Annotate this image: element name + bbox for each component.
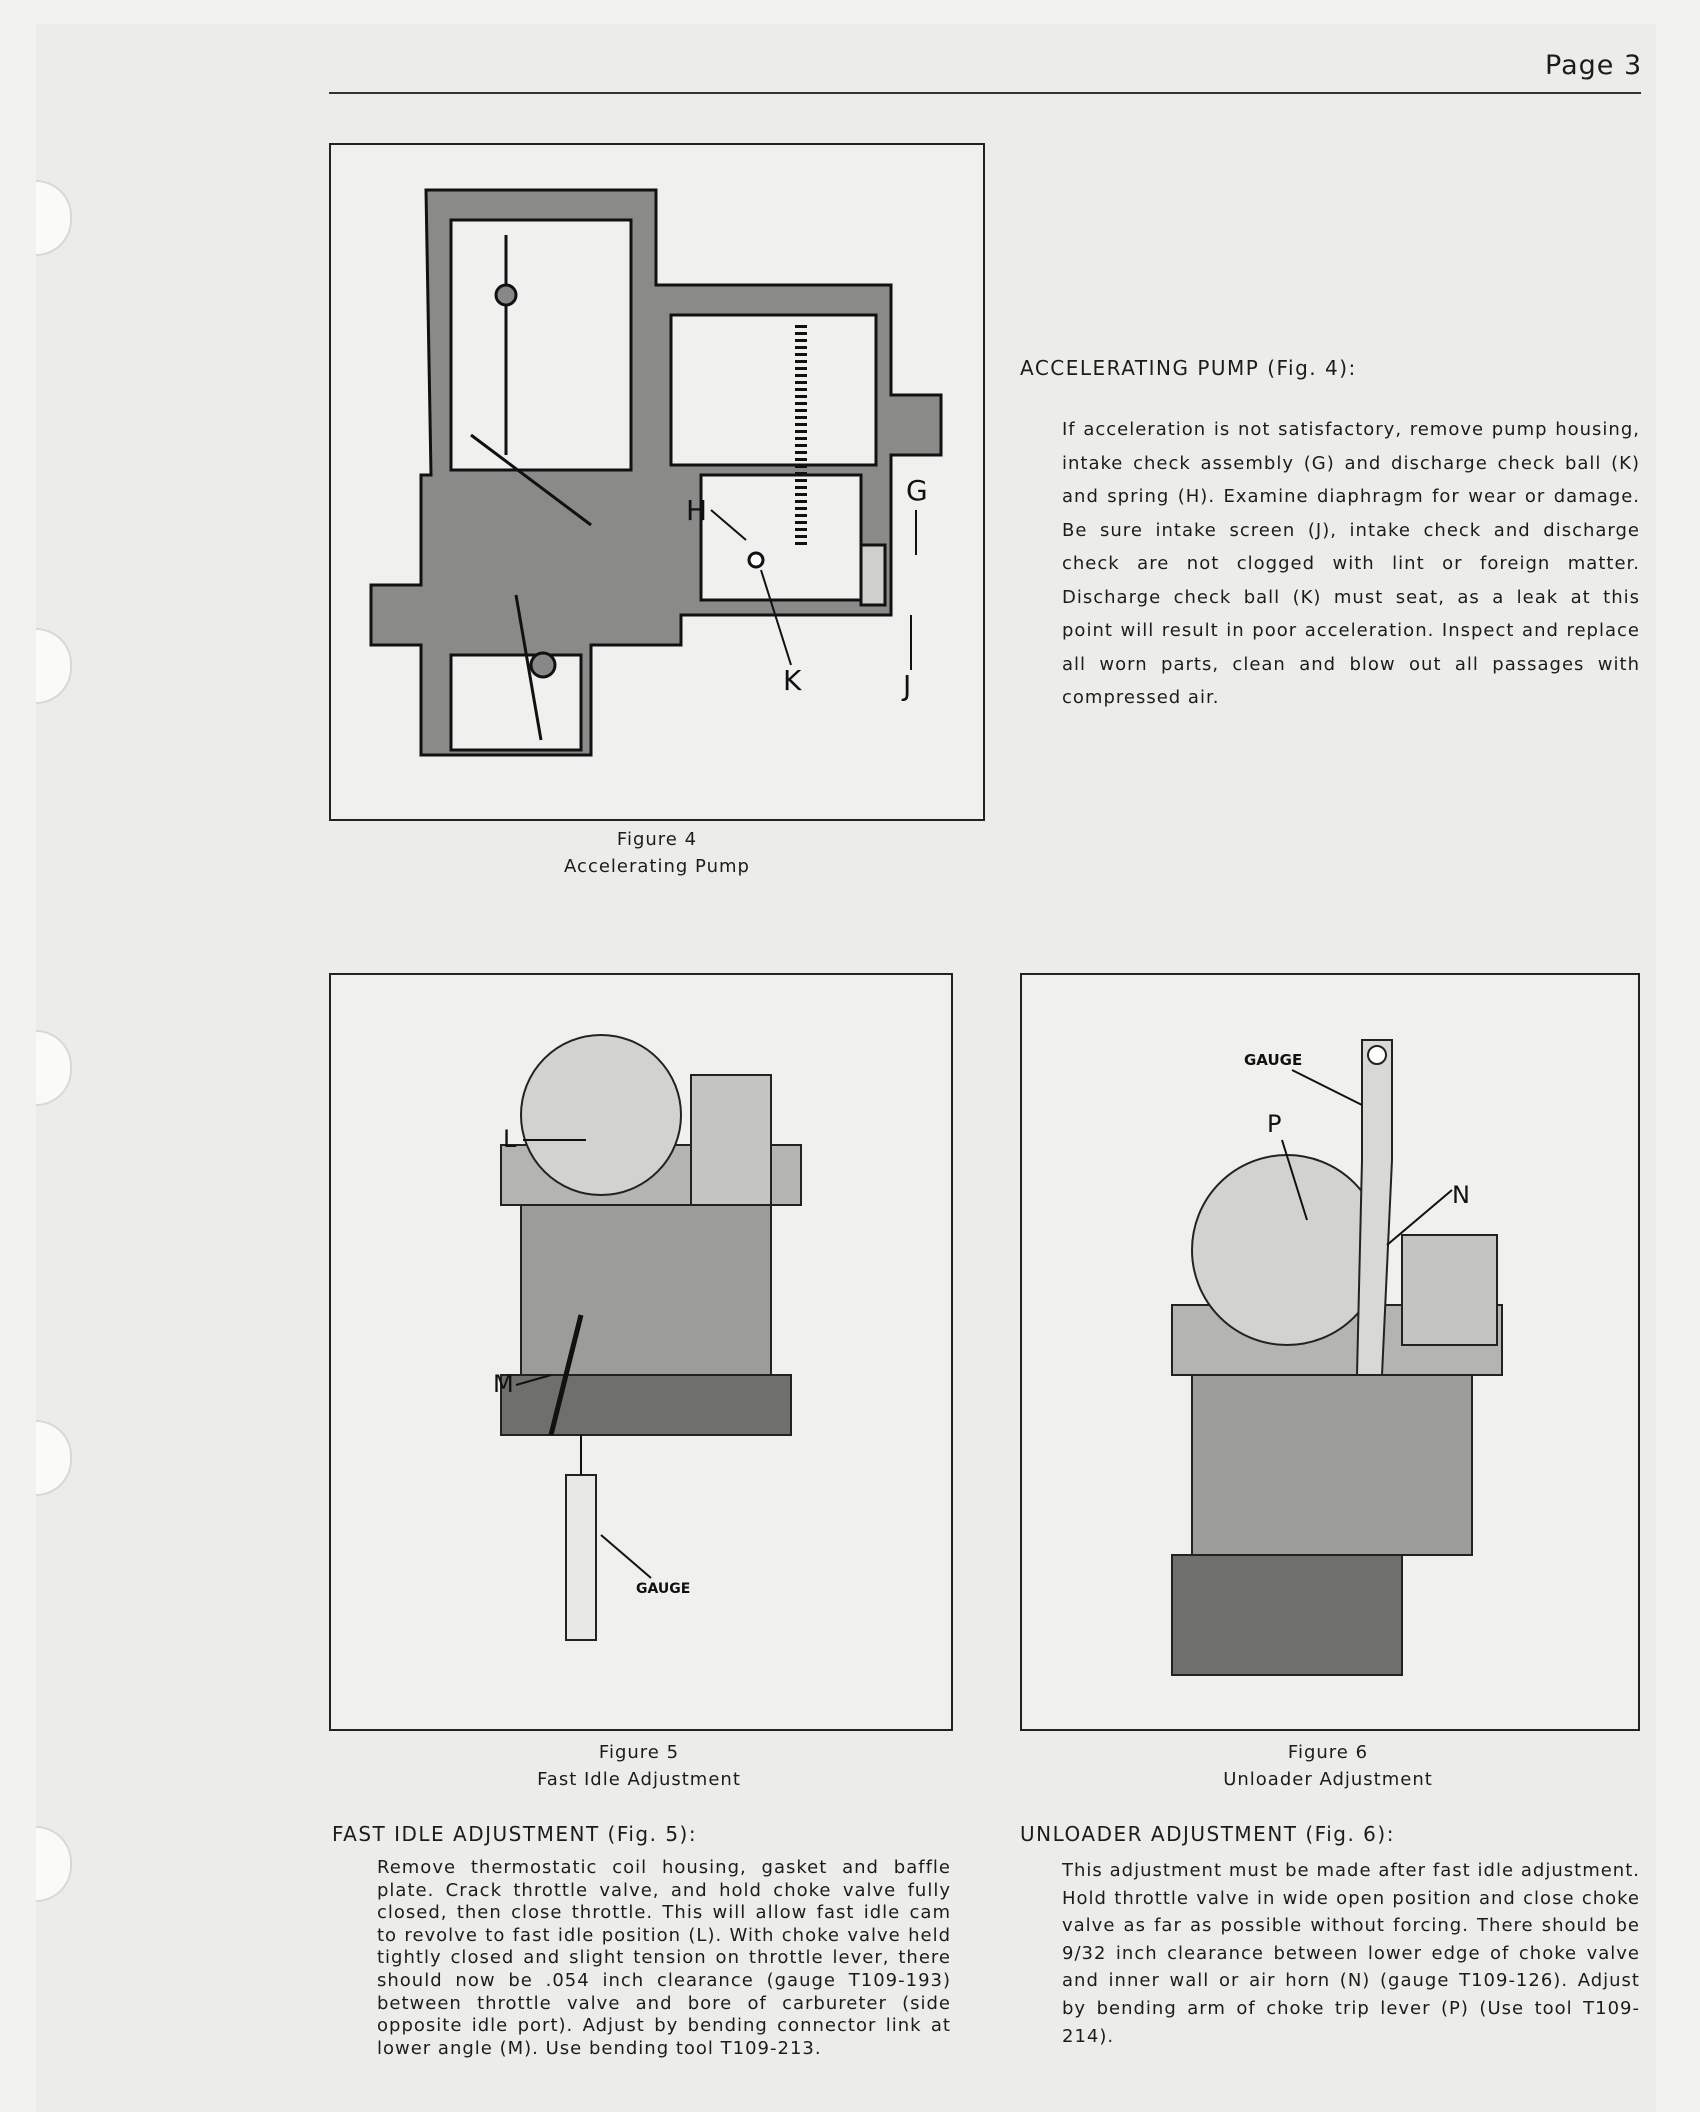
label-g: G [906, 474, 928, 507]
figure-5-caption: Figure 5 Fast Idle Adjustment [329, 1739, 949, 1793]
section-heading-fast-idle: FAST IDLE ADJUSTMENT (Fig. 5): [332, 1822, 698, 1846]
page-number: Page 3 [1545, 50, 1643, 81]
label-k: K [783, 664, 802, 697]
figure-title: Accelerating Pump [564, 856, 750, 877]
figure-number: Figure 5 [598, 1742, 680, 1763]
label-m: M [493, 1370, 514, 1398]
figure-number: Figure 6 [1287, 1742, 1369, 1763]
label-gauge: GAUGE [636, 1581, 690, 1597]
figure-title: Fast Idle Adjustment [537, 1769, 741, 1790]
figure-4-caption: Figure 4 Accelerating Pump [460, 826, 854, 880]
label-l: L [503, 1125, 517, 1153]
figure-title: Unloader Adjustment [1223, 1769, 1433, 1790]
section-body-unloader: This adjustment must be made after fast … [1062, 1860, 1640, 2047]
header-rule [329, 92, 1641, 94]
label-h: H [686, 494, 707, 527]
label-gauge: GAUGE [1244, 1051, 1302, 1069]
section-heading-accelerating-pump: ACCELERATING PUMP (Fig. 4): [1020, 356, 1357, 380]
section-body-accelerating-pump: If acceleration is not satisfactory, rem… [1062, 419, 1640, 708]
figure-6-unloader-diagram: GAUGE P N [1020, 973, 1640, 1731]
section-body-fast-idle: Remove thermostatic coil housing, gasket… [377, 1857, 951, 2059]
section-heading-unloader: UNLOADER ADJUSTMENT (Fig. 6): [1020, 1822, 1395, 1846]
figure-5-fast-idle-diagram: L M GAUGE [329, 973, 953, 1731]
figure-6-caption: Figure 6 Unloader Adjustment [1020, 1739, 1636, 1793]
label-n: N [1452, 1181, 1470, 1209]
figure-number: Figure 4 [616, 829, 698, 850]
label-p: P [1267, 1110, 1281, 1138]
figure-4-accelerating-pump-diagram: H G K J [329, 143, 985, 821]
label-j: J [901, 669, 911, 702]
